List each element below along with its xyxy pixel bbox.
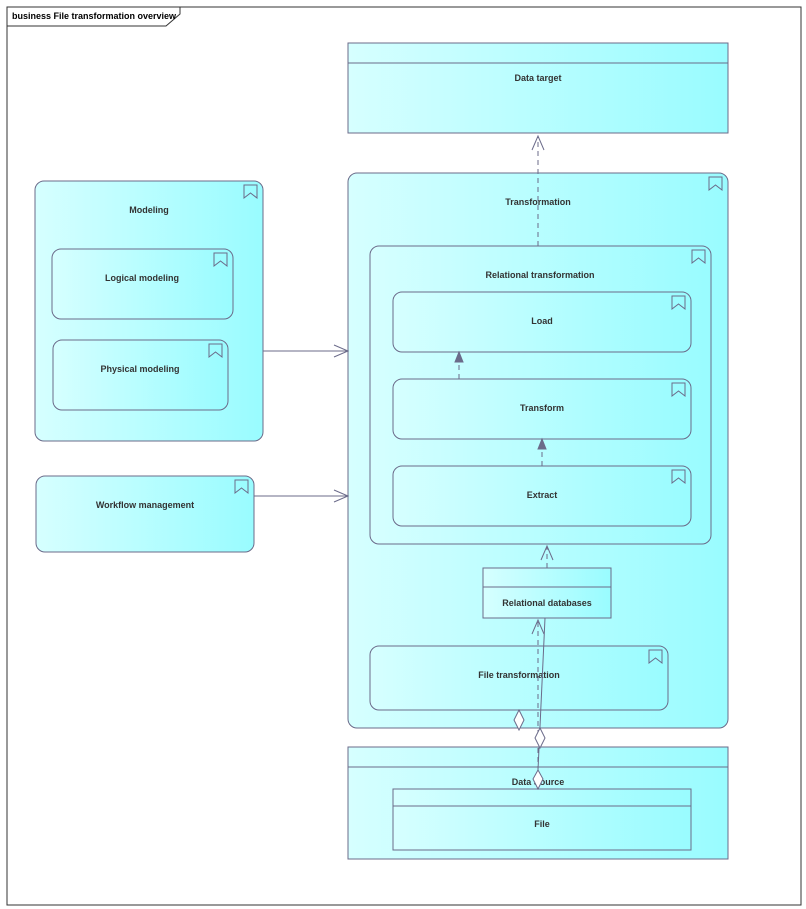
node-relational-databases[interactable]: Relational databases: [482, 567, 612, 619]
node-label: File: [534, 819, 550, 829]
bookmark-function-icon: [648, 649, 663, 665]
node-workflow-management[interactable]: Workflow management: [35, 475, 255, 553]
bookmark-function-icon: [208, 343, 223, 359]
node-transform[interactable]: Transform: [392, 378, 692, 440]
edge-workflow-to-transformation[interactable]: [254, 489, 350, 503]
edge-realization-to-data-target[interactable]: [531, 134, 545, 246]
edge-access-databases-to-relational-transformation[interactable]: [540, 544, 554, 568]
node-label: File transformation: [478, 670, 560, 680]
node-label: Workflow management: [96, 500, 194, 510]
node-label: Transform: [520, 403, 564, 413]
node-label: Data target: [514, 73, 561, 83]
node-label: Extract: [527, 490, 558, 500]
edge-aggregation-transformation-to-data-source[interactable]: [513, 708, 525, 732]
node-label: Relational databases: [502, 598, 592, 608]
node-label: Load: [531, 316, 553, 326]
node-label: Modeling: [129, 205, 169, 215]
node-extract[interactable]: Extract: [392, 465, 692, 527]
bookmark-function-icon: [213, 252, 228, 268]
frame-title: business File transformation overview: [12, 11, 177, 21]
node-label: Relational transformation: [485, 270, 594, 280]
bookmark-function-icon: [671, 382, 686, 398]
bookmark-function-icon: [671, 295, 686, 311]
node-load[interactable]: Load: [392, 291, 692, 353]
node-physical-modeling[interactable]: Physical modeling: [52, 339, 229, 411]
node-label: Logical modeling: [105, 273, 179, 283]
bookmark-function-icon: [708, 176, 723, 192]
edge-aggregation-databases-to-file[interactable]: [532, 617, 546, 791]
bookmark-function-icon: [243, 184, 258, 200]
edge-triggering-extract-to-transform[interactable]: [537, 437, 547, 466]
edge-triggering-transform-to-load[interactable]: [454, 350, 464, 379]
edge-modeling-to-transformation[interactable]: [263, 344, 350, 358]
node-file-transformation[interactable]: File transformation: [369, 645, 669, 711]
node-label: Physical modeling: [100, 364, 179, 374]
node-logical-modeling[interactable]: Logical modeling: [51, 248, 234, 320]
node-file[interactable]: File: [392, 788, 692, 851]
bookmark-function-icon: [671, 469, 686, 485]
frame-title-tab: [6, 6, 181, 27]
bookmark-function-icon: [691, 249, 706, 265]
node-label: Transformation: [505, 197, 571, 207]
node-data-target[interactable]: Data target: [347, 42, 729, 134]
bookmark-function-icon: [234, 479, 249, 495]
